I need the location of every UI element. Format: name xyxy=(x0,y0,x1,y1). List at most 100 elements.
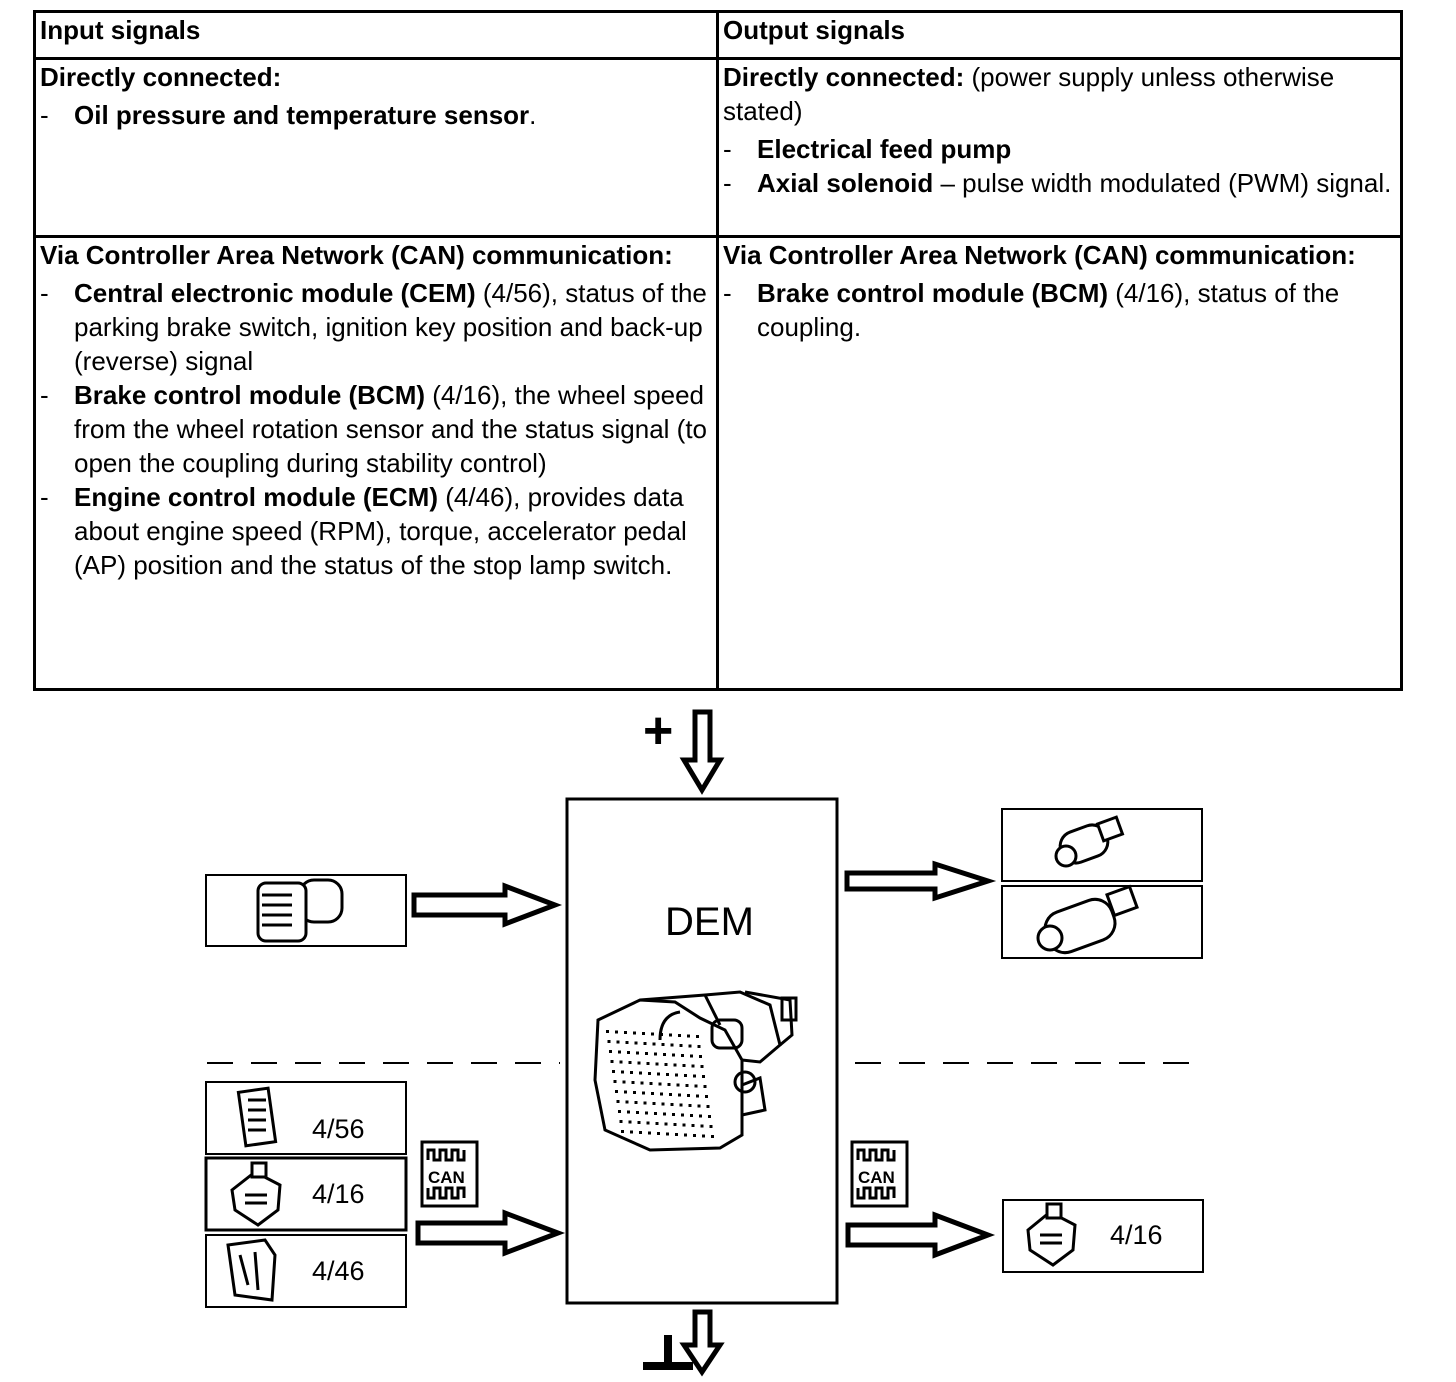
dem-grid-dot xyxy=(637,1061,641,1065)
output-direct-arrow xyxy=(844,860,997,902)
dem-grid-dot xyxy=(669,1093,672,1096)
dem-grid-dot xyxy=(705,1095,708,1098)
output-can-cell: Via Controller Area Network (CAN) commun… xyxy=(716,235,1403,691)
dem-grid-dot xyxy=(666,1073,669,1076)
list-item: Engine control module (ECM) (4/46), prov… xyxy=(40,480,712,582)
dem-grid-dot xyxy=(645,1052,648,1055)
output-direct-cell: Directly connected: (power supply unless… xyxy=(716,57,1403,238)
dem-grid-dot xyxy=(621,1070,624,1074)
dem-grid-dot xyxy=(664,1122,668,1126)
dem-grid-dot xyxy=(657,1132,660,1135)
dem-grid-dot xyxy=(630,1130,633,1134)
dem-grid-dot xyxy=(639,1071,642,1075)
dem-grid-dot xyxy=(634,1101,638,1104)
dem-grid-dot xyxy=(699,1114,702,1118)
dem-grid-dot xyxy=(636,1111,639,1114)
power-supply-arrow xyxy=(679,709,725,795)
dem-grid-dot xyxy=(670,1103,674,1106)
input-ref-4-16: 4/16 xyxy=(312,1179,365,1209)
dem-grid-dot xyxy=(660,1092,663,1096)
input-ref-4-46: 4/46 xyxy=(312,1256,365,1286)
dem-grid-dot xyxy=(700,1124,704,1128)
can-label-output: CAN xyxy=(858,1168,895,1187)
dem-grid-dot xyxy=(706,1105,710,1108)
dem-grid-dot xyxy=(654,1052,657,1056)
dem-grid-dot xyxy=(693,1134,696,1137)
dem-grid-dot xyxy=(651,1032,654,1036)
output-signals-header: Output signals xyxy=(716,10,1403,60)
dem-grid-dot xyxy=(616,1040,620,1044)
dem-grid-dot xyxy=(690,1114,693,1117)
signals-table: Input signals Output signals Directly co… xyxy=(33,10,1403,691)
dem-grid-dot xyxy=(631,1081,635,1084)
dem-grid-dot xyxy=(625,1100,629,1104)
dem-grid-dot xyxy=(697,1104,701,1108)
dem-grid-dot xyxy=(672,1053,675,1057)
dem-grid-dot xyxy=(610,1060,614,1063)
input-can-arrow xyxy=(415,1209,566,1257)
output-can-list: Brake control module (BCM) (4/16), statu… xyxy=(723,276,1396,344)
dem-grid-dot xyxy=(655,1122,659,1125)
dem-grid-dot xyxy=(667,1083,671,1086)
ground-arrow xyxy=(679,1309,725,1377)
dem-grid-dot xyxy=(615,1030,618,1034)
dem-grid-dot xyxy=(681,1054,684,1057)
dem-grid-dot xyxy=(693,1074,696,1078)
dem-grid-dot xyxy=(679,1103,683,1107)
input-direct-title: Directly connected: xyxy=(40,62,282,92)
dem-grid-dot xyxy=(697,1045,701,1048)
dem-grid-dot xyxy=(658,1082,662,1086)
output-can-title: Via Controller Area Network (CAN) commun… xyxy=(723,240,1356,270)
dem-grid-dot xyxy=(663,1053,666,1056)
dem-grid-dot xyxy=(696,1094,699,1098)
dem-grid-dot xyxy=(618,1110,621,1113)
dem-unit-grid xyxy=(606,1030,714,1138)
input-can-cell: Via Controller Area Network (CAN) commun… xyxy=(33,235,719,691)
dem-grid-dot xyxy=(649,1082,653,1085)
input-can-title: Via Controller Area Network (CAN) commun… xyxy=(40,240,673,270)
input-direct-cell: Directly connected: Oil pressure and tem… xyxy=(33,57,719,238)
dem-grid-dot xyxy=(702,1134,705,1138)
dem-grid-dot xyxy=(624,1090,627,1094)
dem-grid-dot xyxy=(630,1071,633,1074)
ground-symbol-icon xyxy=(643,1335,693,1370)
list-item: Electrical feed pump xyxy=(723,132,1396,166)
dem-grid-dot xyxy=(688,1104,692,1107)
dem-grid-dot xyxy=(681,1113,684,1117)
dem-grid-dot xyxy=(673,1123,677,1126)
dem-grid-dot xyxy=(651,1092,654,1095)
dem-grid-dot xyxy=(684,1074,687,1077)
dem-grid-dot xyxy=(660,1033,663,1036)
dem-grid-dot xyxy=(663,1112,666,1116)
list-item: Oil pressure and temperature sensor. xyxy=(40,98,712,132)
dem-grid-dot xyxy=(700,1065,704,1068)
dem-grid-dot xyxy=(676,1083,680,1087)
dem-grid-dot xyxy=(624,1031,627,1034)
dem-grid-dot xyxy=(643,1042,647,1045)
dem-grid-dot xyxy=(633,1031,636,1035)
can-bus-output-icon: CAN xyxy=(850,1140,909,1208)
dem-grid-dot xyxy=(709,1125,713,1128)
dem-grid-dot xyxy=(648,1072,651,1075)
dem-grid-dot xyxy=(708,1115,711,1118)
dem-grid-dot xyxy=(613,1080,617,1083)
dem-grid-dot xyxy=(673,1063,677,1067)
input-can-list: Central electronic module (CEM) (4/56), … xyxy=(40,276,712,582)
dem-grid-dot xyxy=(687,1034,690,1038)
dem-grid-dot xyxy=(675,1073,678,1077)
dem-grid-dot xyxy=(687,1094,690,1097)
can-bus-input-icon: CAN xyxy=(420,1140,479,1208)
dem-grid-dot xyxy=(711,1135,714,1138)
dem-grid-dot xyxy=(639,1131,642,1134)
dem-grid-dot xyxy=(646,1121,650,1125)
list-item: Brake control module (BCM) (4/16), the w… xyxy=(40,378,712,480)
dem-grid-dot xyxy=(619,1120,623,1123)
cem-module-icon xyxy=(236,1086,278,1148)
dem-grid-dot xyxy=(699,1055,702,1058)
dem-grid-dot xyxy=(606,1030,609,1033)
input-direct-list: Oil pressure and temperature sensor. xyxy=(40,98,712,132)
bcm-module-icon xyxy=(1026,1202,1077,1267)
dem-grid-dot xyxy=(688,1044,692,1048)
dem-grid-dot xyxy=(690,1054,693,1058)
